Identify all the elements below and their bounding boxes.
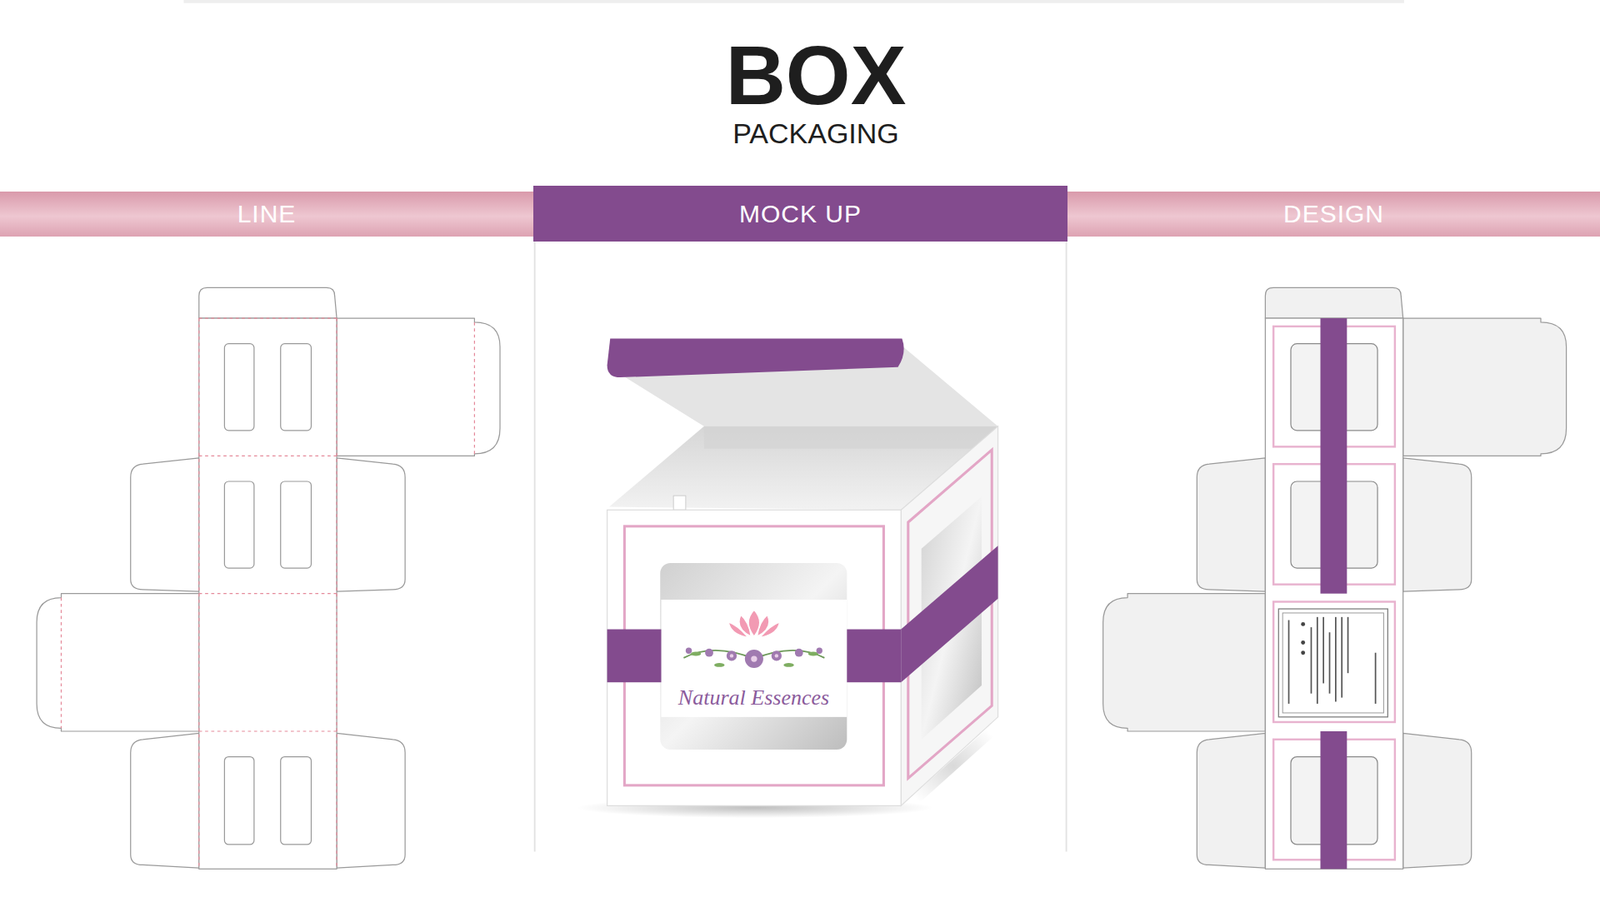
- brand-name: Natural Essences: [678, 685, 830, 711]
- band-label: MOCK UP: [739, 200, 862, 229]
- band-label: LINE: [237, 200, 297, 229]
- subtitle: PACKAGING: [649, 119, 983, 148]
- band-label: DESIGN: [1283, 200, 1385, 229]
- page-title: BOX: [649, 33, 983, 117]
- section-band: LINE: [0, 191, 534, 237]
- section-band: DESIGN: [1067, 191, 1600, 237]
- product-label: Natural Essences: [660, 600, 847, 718]
- section-band: MOCK UP: [533, 185, 1068, 242]
